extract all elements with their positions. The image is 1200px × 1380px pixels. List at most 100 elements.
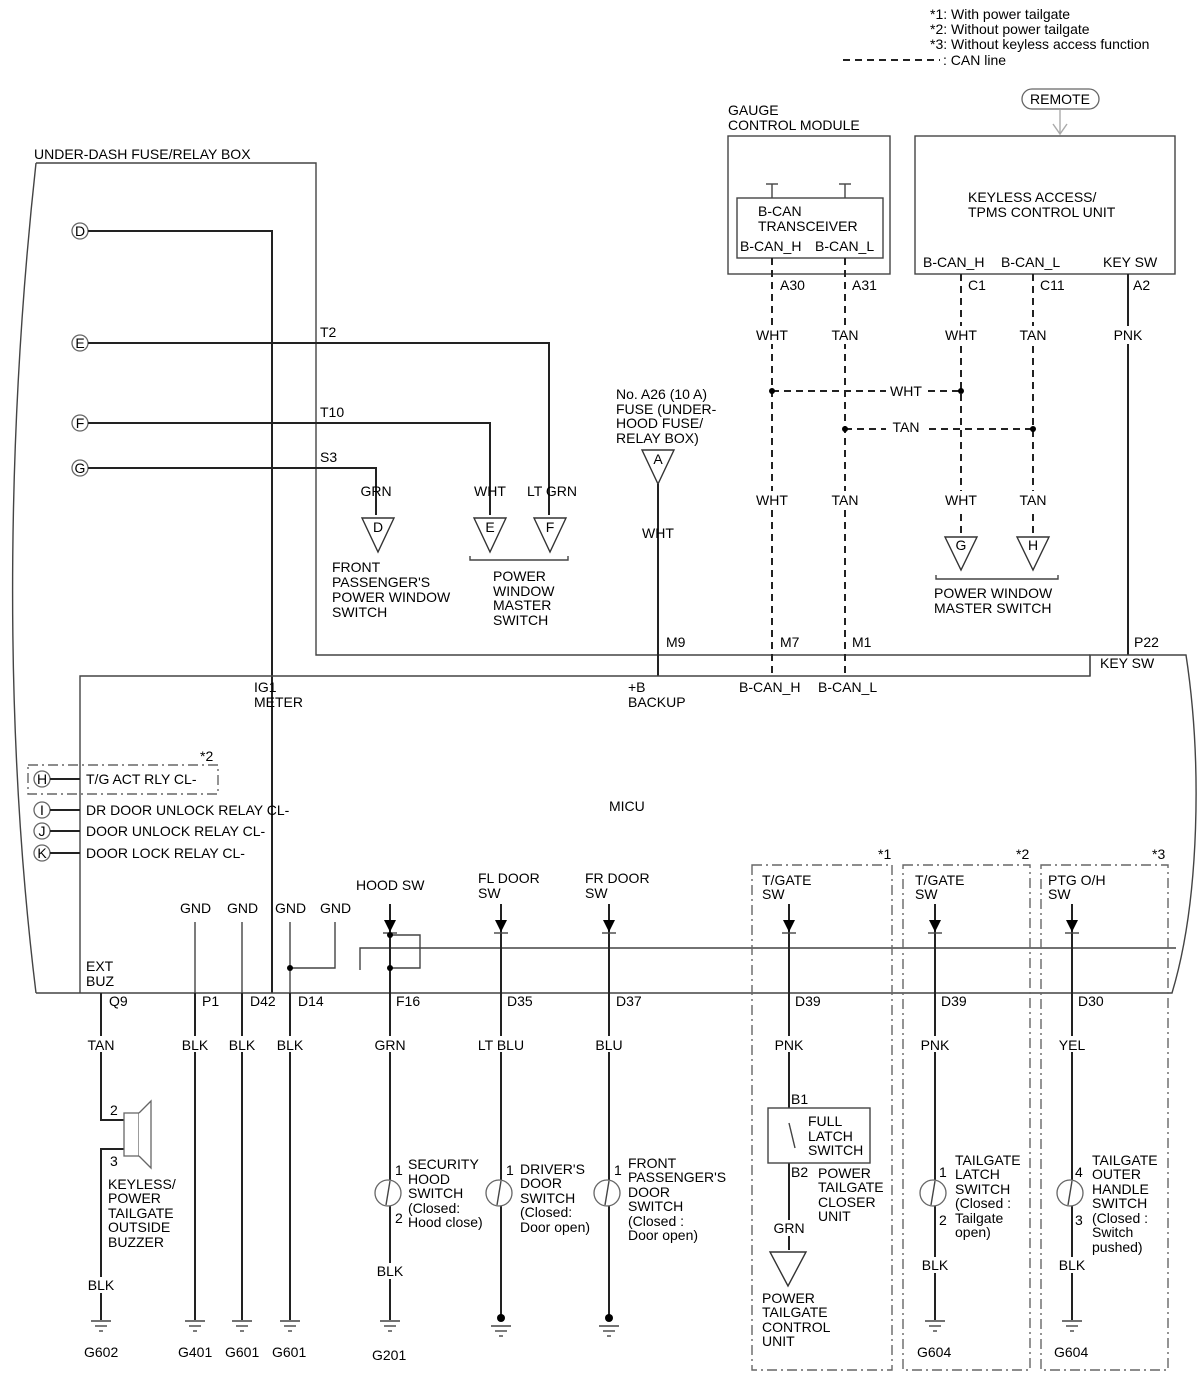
front-passenger-door-switch-circuit: BLU 1 FRONT PASSENGER'S DOOR SWITCH (Clo… <box>592 993 726 1322</box>
fuse-box-outline <box>36 162 1090 656</box>
svg-text:1: 1 <box>939 1164 947 1180</box>
svg-text:DOOR: DOOR <box>520 1175 562 1191</box>
svg-text:Door open): Door open) <box>520 1219 590 1235</box>
svg-text:POWER: POWER <box>108 1190 161 1206</box>
svg-text:F: F <box>546 519 555 535</box>
svg-text:Hood close): Hood close) <box>408 1214 483 1230</box>
svg-text:UNIT: UNIT <box>818 1208 851 1224</box>
ground-label-g601-a: G601 <box>225 1344 259 1360</box>
svg-text:GRN: GRN <box>374 1037 405 1053</box>
svg-text:OUTER: OUTER <box>1092 1166 1141 1182</box>
svg-text:HOOD FUSE/: HOOD FUSE/ <box>616 415 703 431</box>
svg-text:*1: *1 <box>878 846 891 862</box>
connector-h-triangle <box>1015 536 1051 572</box>
svg-text:A: A <box>653 451 663 467</box>
svg-text:SWITCH: SWITCH <box>955 1181 1010 1197</box>
svg-text:BLK: BLK <box>377 1263 404 1279</box>
svg-text:PNK: PNK <box>921 1037 950 1053</box>
svg-text:KEY SW: KEY SW <box>1100 655 1155 671</box>
svg-text:D: D <box>373 519 383 535</box>
terminal-c11: C11 <box>1040 277 1065 293</box>
connector-g-triangle <box>943 536 979 572</box>
micu-ig1: IG1 <box>254 679 277 695</box>
svg-text:CONTROL: CONTROL <box>762 1319 831 1335</box>
svg-text:SWITCH: SWITCH <box>1092 1195 1147 1211</box>
full-latch-label: FULL <box>808 1113 842 1129</box>
ground-label-g602: G602 <box>84 1344 118 1360</box>
drivers-door-label: DRIVER'S <box>520 1161 585 1177</box>
svg-text:TAN: TAN <box>88 1037 115 1053</box>
ground-label-g201: G201 <box>372 1347 406 1363</box>
wire-ig1-meter <box>88 230 273 993</box>
ground-label-g601-b: G601 <box>272 1344 306 1360</box>
keyless-box <box>914 135 1176 275</box>
fuse-box-wires: T2 T10 S3 GRN WHT LT GRN <box>88 230 577 993</box>
micu-bottom-terminals: Q9 P1 D42 D14 F16 D35 D37 D39 D39 D30 <box>109 993 1104 1009</box>
ground-front-passenger-door <box>599 1325 619 1337</box>
svg-text:REMOTE: REMOTE <box>1030 91 1090 107</box>
svg-text:E: E <box>75 335 84 351</box>
svg-text:TAN: TAN <box>1020 327 1047 343</box>
ptg-control-label: POWER <box>762 1290 815 1306</box>
connector-f-triangle <box>532 517 568 554</box>
svg-text:(Closed:: (Closed: <box>520 1204 572 1220</box>
svg-text:3: 3 <box>110 1153 118 1169</box>
svg-text:UNIT: UNIT <box>762 1333 795 1349</box>
connector-d-triangle <box>360 517 396 554</box>
svg-text:B2: B2 <box>791 1164 808 1180</box>
svg-text:Switch: Switch <box>1092 1224 1133 1240</box>
svg-text:TRANSCEIVER: TRANSCEIVER <box>758 218 858 234</box>
option-box-3 <box>1040 864 1169 1371</box>
micu-fr-door: FR DOOR <box>585 870 650 886</box>
svg-text:DR DOOR UNLOCK RELAY CL-: DR DOOR UNLOCK RELAY CL- <box>86 802 290 818</box>
svg-text:MASTER: MASTER <box>493 597 551 613</box>
svg-text:DOOR LOCK RELAY CL-: DOOR LOCK RELAY CL- <box>86 845 245 861</box>
svg-text:BLK: BLK <box>1059 1257 1086 1273</box>
option-box-2-tg-act <box>27 764 219 795</box>
svg-text:D: D <box>75 223 85 239</box>
fuse-box-pins: D E F G <box>71 222 89 477</box>
svg-text:BLK: BLK <box>182 1037 209 1053</box>
key-sw-wire: PNK P22 <box>1110 274 1159 655</box>
svg-text:LT BLU: LT BLU <box>478 1037 524 1053</box>
fuse-box-title: UNDER-DASH FUSE/RELAY BOX <box>34 146 251 162</box>
svg-text:CLOSER: CLOSER <box>818 1194 876 1210</box>
svg-text:SW: SW <box>585 885 608 901</box>
fuse-box-left-edge <box>11 162 37 994</box>
terminal-t10: T10 <box>320 404 344 420</box>
connector-e-triangle <box>472 517 508 554</box>
svg-text:KEY SW: KEY SW <box>1103 254 1158 270</box>
svg-text:SW: SW <box>1048 886 1071 902</box>
fuse-a26: No. A26 (10 A) FUSE (UNDER- HOOD FUSE/ R… <box>616 386 717 676</box>
svg-text:*3: *3 <box>1152 846 1165 862</box>
micu-bcan-l: B-CAN_L <box>818 679 877 695</box>
svg-text:(Closed:: (Closed: <box>408 1200 460 1216</box>
terminal-m1: M1 <box>852 634 872 650</box>
svg-text:BLK: BLK <box>229 1037 256 1053</box>
svg-text:LATCH: LATCH <box>955 1166 1000 1182</box>
svg-text:F16: F16 <box>396 993 420 1009</box>
svg-text:SW: SW <box>915 886 938 902</box>
option-box-1 <box>751 864 893 1371</box>
svg-text:T/GATE: T/GATE <box>915 872 965 888</box>
svg-text:(Closed :: (Closed : <box>628 1213 684 1229</box>
hood-switch-label: SECURITY <box>408 1156 479 1172</box>
svg-text:BLK: BLK <box>277 1037 304 1053</box>
svg-text:SWITCH: SWITCH <box>520 1190 575 1206</box>
svg-text:WINDOW: WINDOW <box>493 583 555 599</box>
svg-text:SWITCH: SWITCH <box>628 1198 683 1214</box>
svg-text:SWITCH: SWITCH <box>332 604 387 620</box>
tailgate-latch-switch-circuit: PNK 1 2 TAILGATE LATCH SWITCH (Closed : … <box>918 993 1021 1320</box>
svg-text:1: 1 <box>614 1162 622 1178</box>
svg-text:BACKUP: BACKUP <box>628 694 686 710</box>
ground-label-g401: G401 <box>178 1344 212 1360</box>
gauge-control-module: GAUGE CONTROL MODULE B-CAN TRANSCEIVER B… <box>727 102 891 293</box>
svg-text:WHT: WHT <box>474 483 506 499</box>
terminal-t2: T2 <box>320 324 337 340</box>
ground-g601-a <box>232 1320 252 1332</box>
svg-text:GND: GND <box>180 900 211 916</box>
micu-outline <box>36 654 1197 994</box>
svg-text:WHT: WHT <box>945 327 977 343</box>
svg-text:D14: D14 <box>298 993 324 1009</box>
svg-text:BUZZER: BUZZER <box>108 1234 164 1250</box>
